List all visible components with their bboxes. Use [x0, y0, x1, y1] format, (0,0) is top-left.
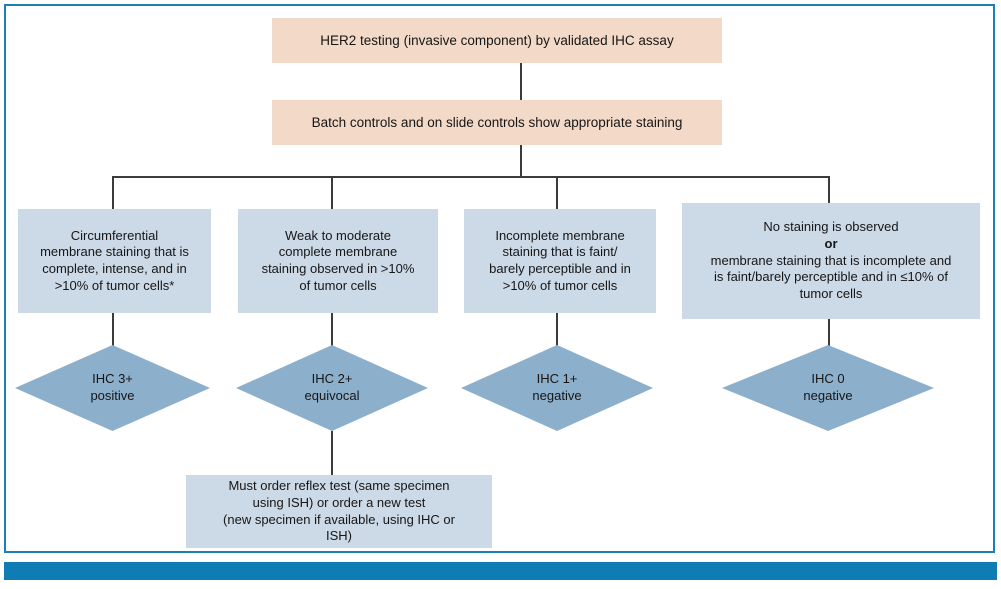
reflex-line-2: using ISH) or order a new test — [252, 494, 426, 510]
connector-branch-bus — [112, 176, 830, 178]
node-her2-testing-label: HER2 testing (invasive component) by val… — [320, 32, 674, 48]
node-criteria-0-label: No staining is observed or membrane stai… — [682, 219, 980, 302]
connector-criteria-4-to-result-4 — [828, 319, 830, 346]
node-criteria-2plus-label: Weak to moderate complete membrane stain… — [238, 228, 438, 295]
result-ihc-3plus-line-2: positive — [90, 388, 135, 403]
node-criteria-1plus-label: Incomplete membrane staining that is fai… — [464, 228, 656, 295]
criteria-1plus-line-1: Incomplete membrane — [495, 227, 625, 243]
criteria-0-line-3: membrane staining that is incomplete and — [710, 252, 952, 268]
node-criteria-3plus: Circumferential membrane staining that i… — [18, 209, 211, 313]
node-criteria-2plus: Weak to moderate complete membrane stain… — [238, 209, 438, 313]
connector-criteria-2-to-result-2 — [331, 313, 333, 346]
connector-bus-to-criteria-3 — [556, 176, 558, 209]
reflex-line-1: Must order reflex test (same specimen — [228, 478, 450, 494]
criteria-1plus-line-2: staining that is faint/ — [502, 244, 618, 260]
result-ihc-0-line-2: negative — [803, 388, 853, 403]
node-batch-controls: Batch controls and on slide controls sho… — [272, 100, 722, 145]
result-ihc-2plus-label: IHC 2+ equivocal — [236, 345, 428, 431]
result-ihc-2plus-line-1: IHC 2+ — [311, 371, 353, 387]
result-ihc-3plus-label: IHC 3+ positive — [15, 345, 210, 431]
node-criteria-3plus-label: Circumferential membrane staining that i… — [18, 228, 211, 295]
node-result-ihc-2plus: IHC 2+ equivocal — [236, 345, 428, 431]
node-result-ihc-0: IHC 0 negative — [722, 345, 934, 431]
criteria-0-line-2-or: or — [824, 236, 838, 252]
result-ihc-0-line-1: IHC 0 — [811, 371, 845, 387]
criteria-3plus-line-1: Circumferential — [70, 227, 159, 243]
criteria-1plus-line-4: >10% of tumor cells — [502, 277, 618, 293]
connector-bus-to-criteria-4 — [828, 176, 830, 209]
result-ihc-3plus-line-1: IHC 3+ — [92, 371, 133, 387]
result-ihc-1plus-line-1: IHC 1+ — [536, 371, 578, 387]
reflex-line-4: ISH) — [326, 528, 352, 544]
node-reflex-test-label: Must order reflex test (same specimen us… — [186, 478, 492, 545]
connector-bus-to-criteria-2 — [331, 176, 333, 209]
figure-bottom-accent-bar — [4, 562, 997, 580]
criteria-0-line-5: tumor cells — [799, 285, 863, 301]
connector-bus-to-criteria-1 — [112, 176, 114, 209]
connector-start-to-controls — [520, 63, 522, 100]
criteria-3plus-line-3: complete, intense, and in — [42, 261, 187, 276]
node-her2-testing: HER2 testing (invasive component) by val… — [272, 18, 722, 63]
node-batch-controls-label: Batch controls and on slide controls sho… — [311, 114, 683, 130]
node-result-ihc-3plus: IHC 3+ positive — [15, 345, 210, 431]
node-result-ihc-1plus: IHC 1+ negative — [461, 345, 653, 431]
reflex-line-3: (new specimen if available, using IHC or — [223, 511, 455, 527]
node-reflex-test: Must order reflex test (same specimen us… — [186, 475, 492, 548]
node-criteria-1plus: Incomplete membrane staining that is fai… — [464, 209, 656, 313]
connector-controls-to-bus — [520, 145, 522, 177]
criteria-0-line-4: is faint/barely perceptible and in ≤10% … — [713, 269, 949, 285]
criteria-3plus-line-4: >10% of tumor cells* — [54, 277, 175, 293]
connector-criteria-1-to-result-1 — [112, 313, 114, 346]
criteria-2plus-line-4: of tumor cells — [299, 277, 377, 293]
result-ihc-1plus-label: IHC 1+ negative — [461, 345, 653, 431]
result-ihc-2plus-line-2: equivocal — [304, 388, 360, 403]
criteria-0-line-1: No staining is observed — [763, 219, 899, 235]
result-ihc-0-label: IHC 0 negative — [722, 345, 934, 431]
connector-criteria-3-to-result-3 — [556, 313, 558, 346]
criteria-2plus-line-2: complete membrane — [278, 244, 398, 260]
criteria-2plus-line-1: Weak to moderate — [285, 227, 391, 243]
criteria-1plus-line-3: barely perceptible and in — [489, 261, 631, 276]
node-criteria-0: No staining is observed or membrane stai… — [682, 203, 980, 319]
criteria-3plus-line-2: membrane staining that is — [40, 244, 189, 260]
criteria-2plus-line-3: staining observed in >10% — [261, 261, 415, 276]
result-ihc-1plus-line-2: negative — [532, 388, 582, 403]
connector-result-2plus-to-reflex — [331, 431, 333, 475]
